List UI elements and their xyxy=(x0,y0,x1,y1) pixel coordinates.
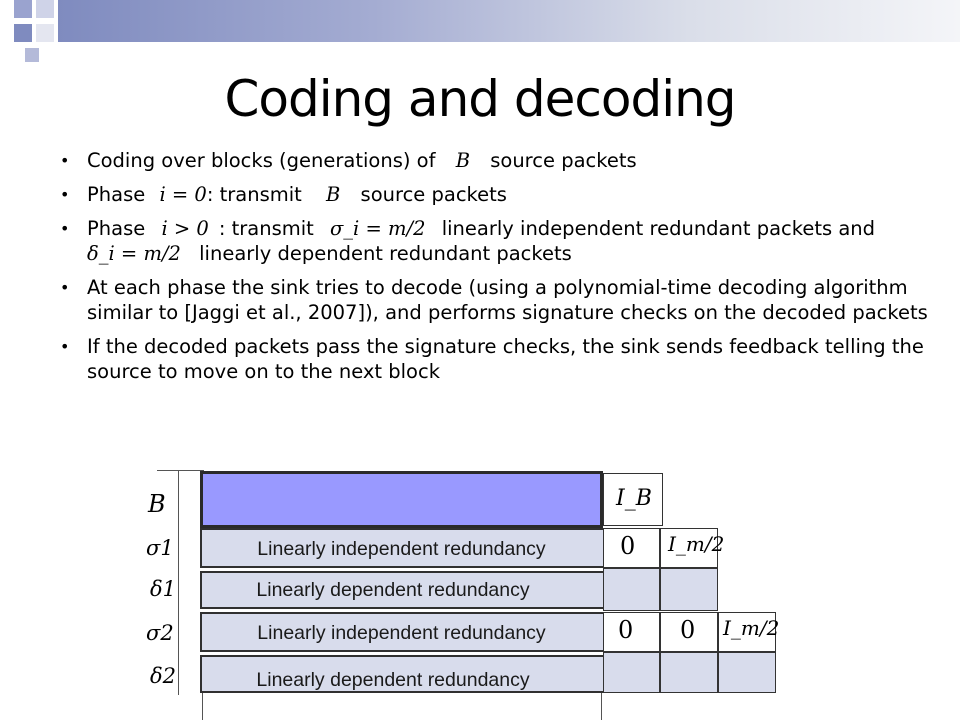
deco-square xyxy=(14,0,32,18)
matrix-cell xyxy=(603,528,660,568)
row-box xyxy=(200,655,603,693)
row-label-sigma2: σ2 xyxy=(146,621,174,645)
bullet-text: linearly independent redundant packets a… xyxy=(441,217,876,240)
bullet-text: Phase xyxy=(87,217,146,240)
bullet-text: : transmit xyxy=(218,217,314,240)
row-label-delta1: δ1 xyxy=(150,577,177,601)
bullet-item: Coding over blocks (generations) of B so… xyxy=(58,148,938,173)
slide-title: Coding and decoding xyxy=(224,70,736,128)
matrix-cell xyxy=(603,612,660,652)
row-label-sigma1: σ1 xyxy=(146,536,174,560)
math-expr: σ_i = m/2 xyxy=(330,217,426,240)
row-box xyxy=(200,528,603,568)
matrix-cell xyxy=(718,612,776,652)
row-label-b: B xyxy=(148,490,166,518)
deco-square xyxy=(36,0,54,18)
math-expr: i > 0 xyxy=(161,217,209,240)
matrix-cell xyxy=(660,652,718,693)
row-text: Linearly independent redundancy xyxy=(257,622,546,644)
math-var: B xyxy=(455,149,471,172)
bullet-item: If the decoded packets pass the signatur… xyxy=(58,334,938,384)
identity-b: I_B xyxy=(616,486,652,511)
row-text: Linearly dependent redundancy xyxy=(256,579,530,601)
source-block xyxy=(200,471,603,528)
identity-cell xyxy=(603,473,663,526)
bullet-text: source packets xyxy=(360,183,507,206)
header-gradient-bar xyxy=(58,0,960,42)
math-expr: i = 0 xyxy=(159,183,207,206)
matrix-cell xyxy=(660,612,718,652)
axis-line xyxy=(178,470,179,695)
bullet-item: Phase i = 0: transmit B source packets xyxy=(58,182,938,207)
axis-line xyxy=(601,690,602,720)
matrix-cell xyxy=(660,528,718,568)
bullet-text: Coding over blocks (generations) of xyxy=(87,149,436,172)
bullet-text: linearly dependent redundant packets xyxy=(199,242,572,265)
row-label-delta2: δ2 xyxy=(150,664,177,688)
math-expr: δ_i = m/2 xyxy=(87,242,181,265)
matrix-cell xyxy=(718,652,776,693)
math-var: B xyxy=(326,183,341,206)
bullet-text: At each phase the sink tries to decode (… xyxy=(87,276,928,324)
deco-square xyxy=(25,48,39,62)
axis-line xyxy=(157,470,204,471)
deco-square xyxy=(36,24,54,42)
bullet-text: If the decoded packets pass the signatur… xyxy=(87,335,924,383)
bullet-item: Phase i > 0 : transmit σ_i = m/2 linearly… xyxy=(58,216,938,266)
axis-line xyxy=(202,690,203,720)
matrix-cell xyxy=(603,652,660,693)
bullet-text: Phase xyxy=(87,183,146,206)
matrix-cell xyxy=(603,568,660,611)
deco-square xyxy=(14,24,32,42)
matrix-cell xyxy=(660,568,718,611)
row-box xyxy=(200,571,603,609)
bullet-text: source packets xyxy=(490,149,637,172)
bullet-text: : transmit xyxy=(206,183,302,206)
bullet-item: At each phase the sink tries to decode (… xyxy=(58,275,938,325)
identity-m2: I_m/2 xyxy=(668,532,725,556)
bullet-list: Coding over blocks (generations) of B so… xyxy=(58,148,938,393)
zero-cell: 0 xyxy=(618,616,634,644)
row-box xyxy=(200,612,603,652)
zero-cell: 0 xyxy=(620,532,636,560)
row-text: Linearly dependent redundancy xyxy=(256,669,530,691)
identity-m2: I_m/2 xyxy=(723,616,780,640)
zero-cell: 0 xyxy=(680,616,696,644)
row-text: Linearly independent redundancy xyxy=(257,538,546,560)
